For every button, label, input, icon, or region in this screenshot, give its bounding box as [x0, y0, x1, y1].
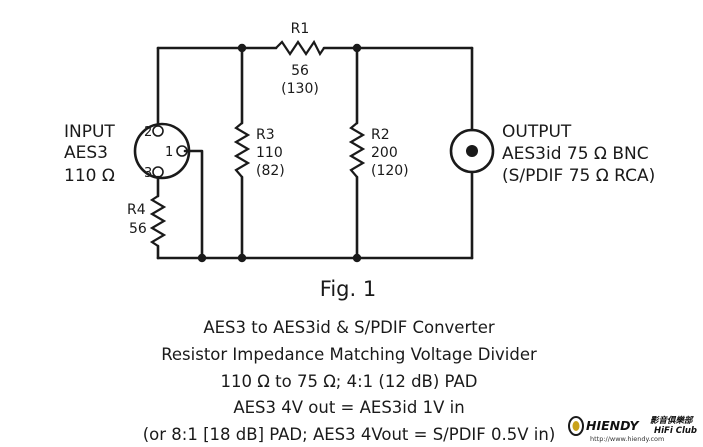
junction-bottom-r2	[352, 253, 362, 263]
hiendy-watermark: HIENDY 影音俱樂部 HiFi Club http://www.hiendy…	[568, 415, 697, 443]
pin-1-label: 1	[165, 145, 173, 160]
r4-name: R4	[127, 202, 146, 218]
xlr-input-connector: 2 3 1	[133, 122, 191, 181]
r4-label: R4 56	[127, 202, 147, 237]
output-label-line3: (S/PDIF 75 Ω RCA)	[502, 166, 655, 186]
hiendy-logo-icon	[568, 416, 584, 436]
resistor-r2	[348, 122, 366, 178]
resistor-r3	[233, 122, 251, 178]
junction-top-r3	[237, 43, 247, 53]
caption-line3: 110 Ω to 75 Ω; 4:1 (12 dB) PAD	[221, 372, 478, 391]
xlr-pin-3	[152, 166, 164, 178]
r3-name: R3	[256, 127, 275, 143]
output-label: OUTPUT AES3id 75 Ω BNC (S/PDIF 75 Ω RCA)	[502, 122, 655, 186]
wire-pin1	[183, 149, 204, 260]
watermark-url: http://www.hiendy.com	[590, 435, 664, 443]
caption-line1: AES3 to AES3id & S/PDIF Converter	[203, 318, 495, 337]
watermark-sub: HiFi Club	[654, 426, 697, 436]
watermark-brand: HIENDY	[586, 418, 641, 433]
caption-line5: (or 8:1 [18 dB] PAD; AES3 4Vout = S/PDIF…	[143, 425, 556, 444]
resistor-r4	[149, 195, 167, 247]
pin-2-label: 2	[144, 125, 152, 140]
pin-3-label: 3	[144, 166, 152, 181]
junction-bottom-pin1	[197, 253, 207, 263]
junction-bottom-r3	[237, 253, 247, 263]
r1-value: 56	[291, 63, 309, 79]
wires	[156, 46, 474, 260]
r3-alt-value: (82)	[256, 163, 285, 179]
r1-alt-value: (130)	[281, 81, 319, 97]
input-label-line1: INPUT	[64, 122, 115, 142]
xlr-pin-1	[176, 145, 188, 157]
watermark-chinese: 影音俱樂部	[650, 415, 694, 426]
output-label-line1: OUTPUT	[502, 122, 572, 142]
r2-value: 200	[371, 145, 398, 161]
r3-label: R3 110 (82)	[256, 127, 285, 179]
bnc-output-connector	[449, 128, 495, 174]
input-label: INPUT AES3 110 Ω	[64, 122, 115, 186]
resistor-r1	[275, 39, 325, 57]
r4-value: 56	[129, 221, 147, 237]
r2-name: R2	[371, 127, 390, 143]
xlr-pin-2	[152, 125, 164, 137]
figure-label: Fig. 1	[320, 277, 376, 301]
caption-line4: AES3 4V out = AES3id 1V in	[233, 398, 464, 417]
r3-value: 110	[256, 145, 283, 161]
caption: AES3 to AES3id & S/PDIF Converter Resist…	[143, 318, 556, 444]
caption-line2: Resistor Impedance Matching Voltage Divi…	[161, 345, 537, 364]
output-label-line2: AES3id 75 Ω BNC	[502, 144, 649, 164]
r1-label: R1 56 (130)	[281, 21, 319, 97]
r2-label: R2 200 (120)	[371, 127, 409, 179]
r1-name: R1	[291, 21, 310, 37]
input-label-line3: 110 Ω	[64, 166, 115, 186]
r2-alt-value: (120)	[371, 163, 409, 179]
junction-top-r2	[352, 43, 362, 53]
input-label-line2: AES3	[64, 143, 108, 163]
